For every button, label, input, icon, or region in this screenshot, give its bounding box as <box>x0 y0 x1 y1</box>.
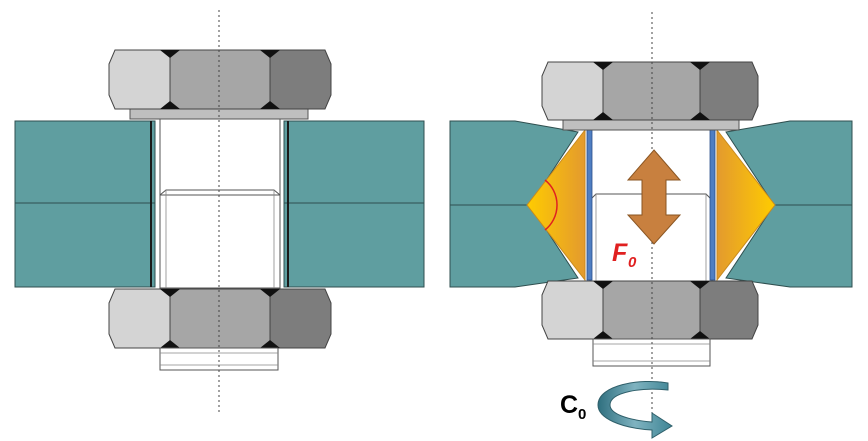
tightening-torque-label: C 0 <box>560 391 586 423</box>
tightening-torque-arrow <box>597 380 673 439</box>
left-shim <box>586 129 593 281</box>
left-upper-plate-right <box>283 120 425 204</box>
left-lower-plate-left <box>14 202 156 288</box>
cone-angle-arc <box>544 179 558 231</box>
right-lower-plate-left <box>449 204 579 288</box>
left-lower-plate-right <box>283 202 425 288</box>
left-pressure-cone <box>526 128 586 282</box>
left-nut <box>108 288 332 349</box>
left-joint-assembly <box>14 10 425 414</box>
preload-force-arrow <box>626 149 682 245</box>
left-upper-plate-left <box>14 120 156 204</box>
right-lower-plate-right <box>725 204 853 288</box>
right-bolt-head <box>541 61 759 121</box>
right-joint-assembly <box>449 12 853 439</box>
left-bolt-head <box>108 49 332 110</box>
preload-force-label: F 0 <box>612 239 637 271</box>
tightening-torque-subscript: 0 <box>578 406 586 423</box>
left-bolt-shank <box>159 117 281 289</box>
right-upper-plate-left <box>449 120 579 206</box>
right-pressure-cone <box>716 128 776 282</box>
right-washer <box>562 119 740 131</box>
tightening-torque-symbol: C <box>560 391 578 419</box>
preload-force-subscript: 0 <box>628 254 637 271</box>
right-shim <box>709 129 716 281</box>
preload-force-symbol: F <box>612 239 628 267</box>
right-nut <box>541 280 759 340</box>
